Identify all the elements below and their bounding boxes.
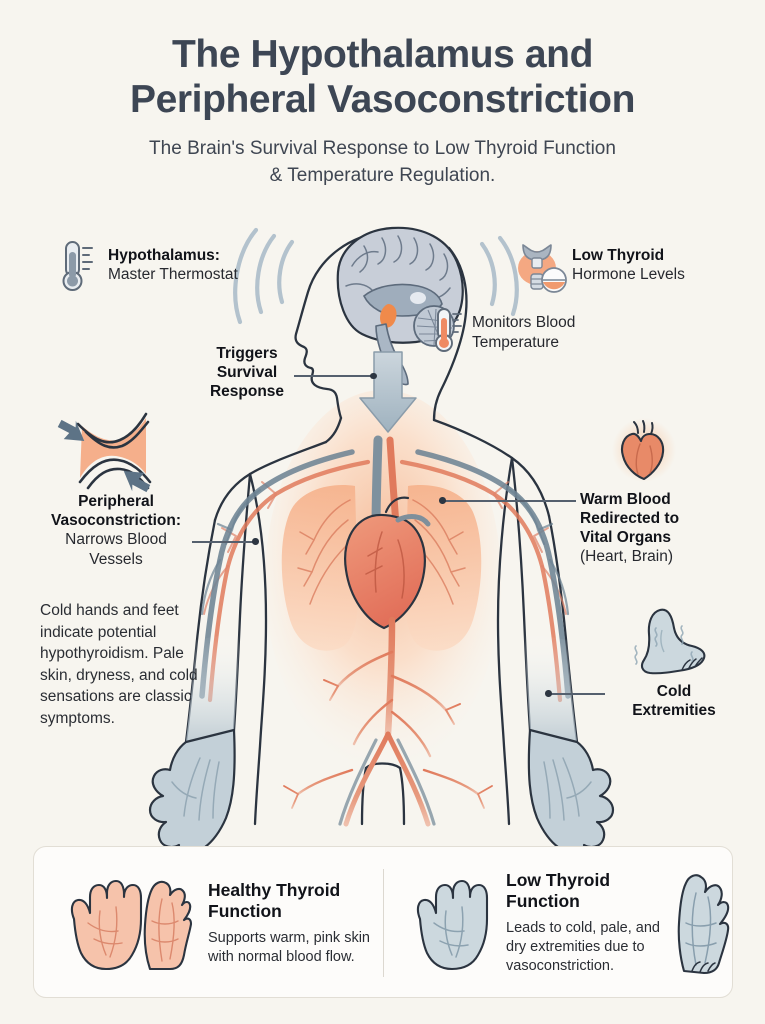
healthy-title-line-2: Function [208,900,282,921]
low-text: Low Thyroid Function Leads to cold, pale… [506,870,672,976]
warm-blood-line-2: Redirected to [580,510,680,527]
sound-waves [233,227,519,325]
low-desc-line-1: Leads to cold, pale, and [506,920,660,936]
warm-extremities-icons [70,879,193,971]
healthy-title: Healthy Thyroid Function [208,880,370,922]
hypothalamus-lead: Hypothalamus: [108,247,220,264]
hypothalamus-highlight [380,304,397,328]
header: The Hypothalamus and Peripheral Vasocons… [0,32,765,189]
vaso-lead-line-2: Vasoconstriction: [50,512,182,529]
low-title: Low Thyroid Function [506,870,672,912]
arm-veins [199,449,571,826]
healthy-desc-line-1: Supports warm, pink skin [208,929,370,946]
cold-forearm-shading [186,632,577,742]
monitors-line-2: Temperature [472,333,560,351]
heart [344,496,431,630]
comparison-low-thyroid: Low Thyroid Function Leads to cold, pale… [384,847,734,999]
warm-hand-icon [70,879,143,971]
cold-foot-icon [677,874,730,975]
lungs [281,485,482,651]
thermometer-icon [435,308,462,352]
triggers-line-3: Response [209,383,285,400]
healthy-desc: Supports warm, pink skin with normal blo… [208,929,370,967]
page-subtitle: The Brain's Survival Response to Low Thy… [0,135,765,189]
card-divider [383,869,384,977]
low-desc-line-2: dry extremities due to [506,939,645,955]
glowing-heart-icon [612,418,676,482]
label-cold-extremities: Cold Extremities [608,682,740,720]
low-thyroid-lead: Low Thyroid [572,247,665,264]
pressure-arrows [57,419,151,493]
cold-hand-right [527,728,615,862]
cold-extremities-line-1: Cold [656,683,692,700]
cold-hand-icon [416,879,489,971]
comparison-card: Healthy Thyroid Function Supports warm, … [33,846,733,998]
human-body-circulation-diagram [148,226,615,862]
label-warm-blood-redirected: Warm Blood Redirected to Vital Organs (H… [580,490,765,567]
label-monitors-blood-temperature: Monitors Blood Temperature [472,313,575,352]
warm-foot-icon [143,880,193,971]
warm-blood-sub: (Heart, Brain) [580,548,674,565]
hypothalamus-sub: Master Thermostat [108,266,238,283]
connector-warm-blood [443,500,576,502]
triggers-line-2: Survival [216,364,278,381]
triggers-line-1: Triggers [216,345,278,362]
subtitle-line-1: The Brain's Survival Response to Low Thy… [149,138,616,159]
low-title-line-2: Function [506,891,580,911]
connector-dot-vasoconstriction [252,538,259,545]
label-peripheral-vasoconstriction: Peripheral Vasoconstriction: Narrows Blo… [30,492,202,569]
connector-dot-triggers [370,372,377,379]
subtitle-line-2: & Temperature Regulation. [269,165,496,186]
arteries [283,616,493,827]
monitors-line-1: Monitors Blood [472,314,576,331]
constricted-vessel-icon [57,412,152,493]
symptoms-paragraph: Cold hands and feet indicate potential h… [40,602,198,727]
healthy-desc-line-2: with normal blood flow. [208,948,355,965]
connector-triggers [294,375,374,377]
vaso-sub-line-1: Narrows Blood [65,531,167,548]
connector-vasoconstriction [192,541,256,543]
low-title-line-1: Low Thyroid [506,870,611,890]
title-line-1: The Hypothalamus and [171,33,594,76]
healthy-title-line-1: Healthy Thyroid [208,879,341,900]
vaso-lead-line-1: Peripheral [78,493,154,510]
connector-dot-warm-blood [439,497,446,504]
label-hypothalamus: Hypothalamus: Master Thermostat [108,246,238,285]
low-desc: Leads to cold, pale, and dry extremities… [506,919,672,976]
label-triggers-survival-response: Triggers Survival Response [188,344,306,401]
low-thyroid-sub: Hormone Levels [572,266,685,283]
lung-vasculature [297,499,466,605]
connector-dot-cold-extremities [545,690,552,697]
warm-blood-line-1: Warm Blood [580,491,671,508]
thermometer-icon [62,241,93,291]
page-title: The Hypothalamus and Peripheral Vasocons… [0,32,765,122]
warm-blood-line-3: Vital Organs [580,529,672,546]
down-arrow [359,351,417,433]
title-line-2: Peripheral Vasoconstriction [129,78,636,121]
brain-sagittal-section [336,226,464,386]
label-low-thyroid: Low Thyroid Hormone Levels [572,246,685,285]
low-desc-line-3: vasoconstriction. [506,958,614,974]
cold-hand-left [148,728,236,862]
cold-foot-icon [634,608,706,675]
connector-cold-extremities [549,693,605,695]
comparison-healthy-thyroid: Healthy Thyroid Function Supports warm, … [34,847,383,999]
thyroid-gland-icon [518,244,567,293]
cold-extremities-line-2: Extremities [632,702,716,719]
vaso-sub-line-2: Vessels [89,550,143,568]
healthy-text: Healthy Thyroid Function Supports warm, … [208,880,370,967]
